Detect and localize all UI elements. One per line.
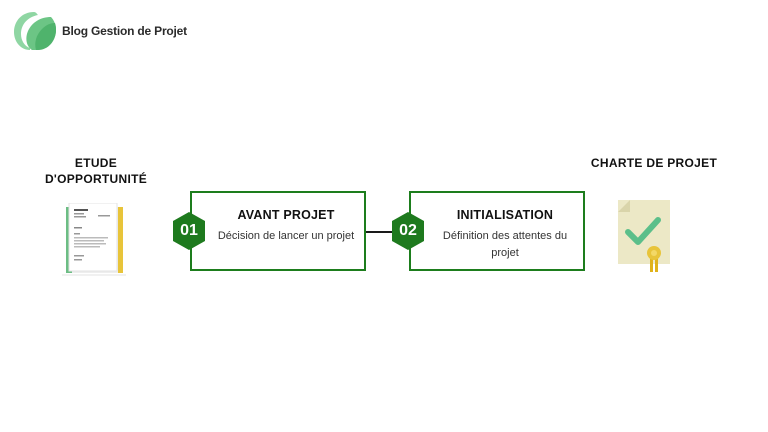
step-badge-02: 02 — [390, 211, 426, 251]
brand-logo[interactable]: Blog Gestion de Projet — [12, 10, 187, 52]
logo-icon — [14, 12, 56, 50]
step-title: AVANT PROJET — [237, 208, 335, 222]
step-connector — [366, 231, 392, 233]
hexagon-icon — [173, 212, 205, 250]
certificate-icon — [618, 200, 670, 272]
step-title: INITIALISATION — [456, 208, 554, 222]
step-number: 01 — [180, 222, 198, 239]
step-description: Décision de lancer un projet — [217, 230, 355, 242]
step-description: Définition des attentes du projet — [442, 230, 568, 259]
brand-name: Blog Gestion de Projet — [62, 24, 187, 38]
document-icon — [62, 203, 126, 276]
right-label: CHARTE DE PROJET — [590, 156, 718, 170]
step-box-initialisation: INITIALISATION Définition des attentes d… — [409, 191, 585, 271]
step-box-avant-projet: AVANT PROJET Décision de lancer un proje… — [190, 191, 366, 271]
left-label: ETUDE D'OPPORTUNITÉ — [44, 156, 148, 186]
hexagon-icon — [392, 212, 424, 250]
step-badge-01: 01 — [171, 211, 207, 251]
step-number: 02 — [399, 222, 417, 239]
